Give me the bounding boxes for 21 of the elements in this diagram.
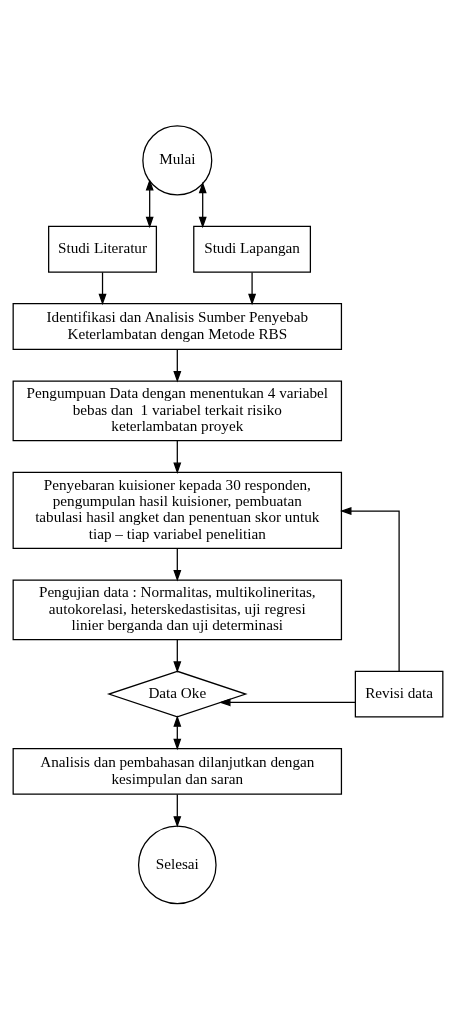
arrow (340, 507, 400, 672)
node-box: Identifikasi dan Analisis Sumber Penyebab Keterlambatan dengan Metode RBS (12, 303, 343, 350)
node-box: Studi Lapangan (193, 225, 311, 273)
node-box: Studi Literatur (48, 225, 158, 273)
node-diamond: Data Oke (106, 670, 248, 718)
node-box: Analisis dan pembahasan dilanjutkan dengan kesimpulan dan saran (12, 747, 343, 795)
arrow (173, 547, 182, 582)
arrow (173, 348, 182, 383)
node-box: Penyebaran kuisioner kepada 30 responden, pengumpulan hasil kuisioner, pembuatan tabulasi hasil angket dan penentuan skor untuk tiap – tiap variabel penelitian (12, 471, 343, 549)
arrow (173, 440, 182, 474)
arrow (98, 271, 107, 306)
arrow (173, 793, 182, 828)
arrow (248, 271, 257, 306)
arrow (173, 639, 182, 673)
arrow (219, 698, 356, 707)
arrow (198, 181, 207, 229)
arrow (145, 179, 154, 229)
node-circle: Selesai (137, 825, 217, 905)
node-box: Pengujian data : Normalitas, multikolineritas, autokorelasi, heterskedastisitas, uji regresi linier berganda dan uji determinasi (12, 579, 343, 641)
node-box: Revisi data (354, 670, 444, 718)
node-box: Pengumpuan Data dengan menentukan 4 variabel bebas dan 1 variabel terkait risiko keterlambatan proyek (12, 380, 343, 442)
